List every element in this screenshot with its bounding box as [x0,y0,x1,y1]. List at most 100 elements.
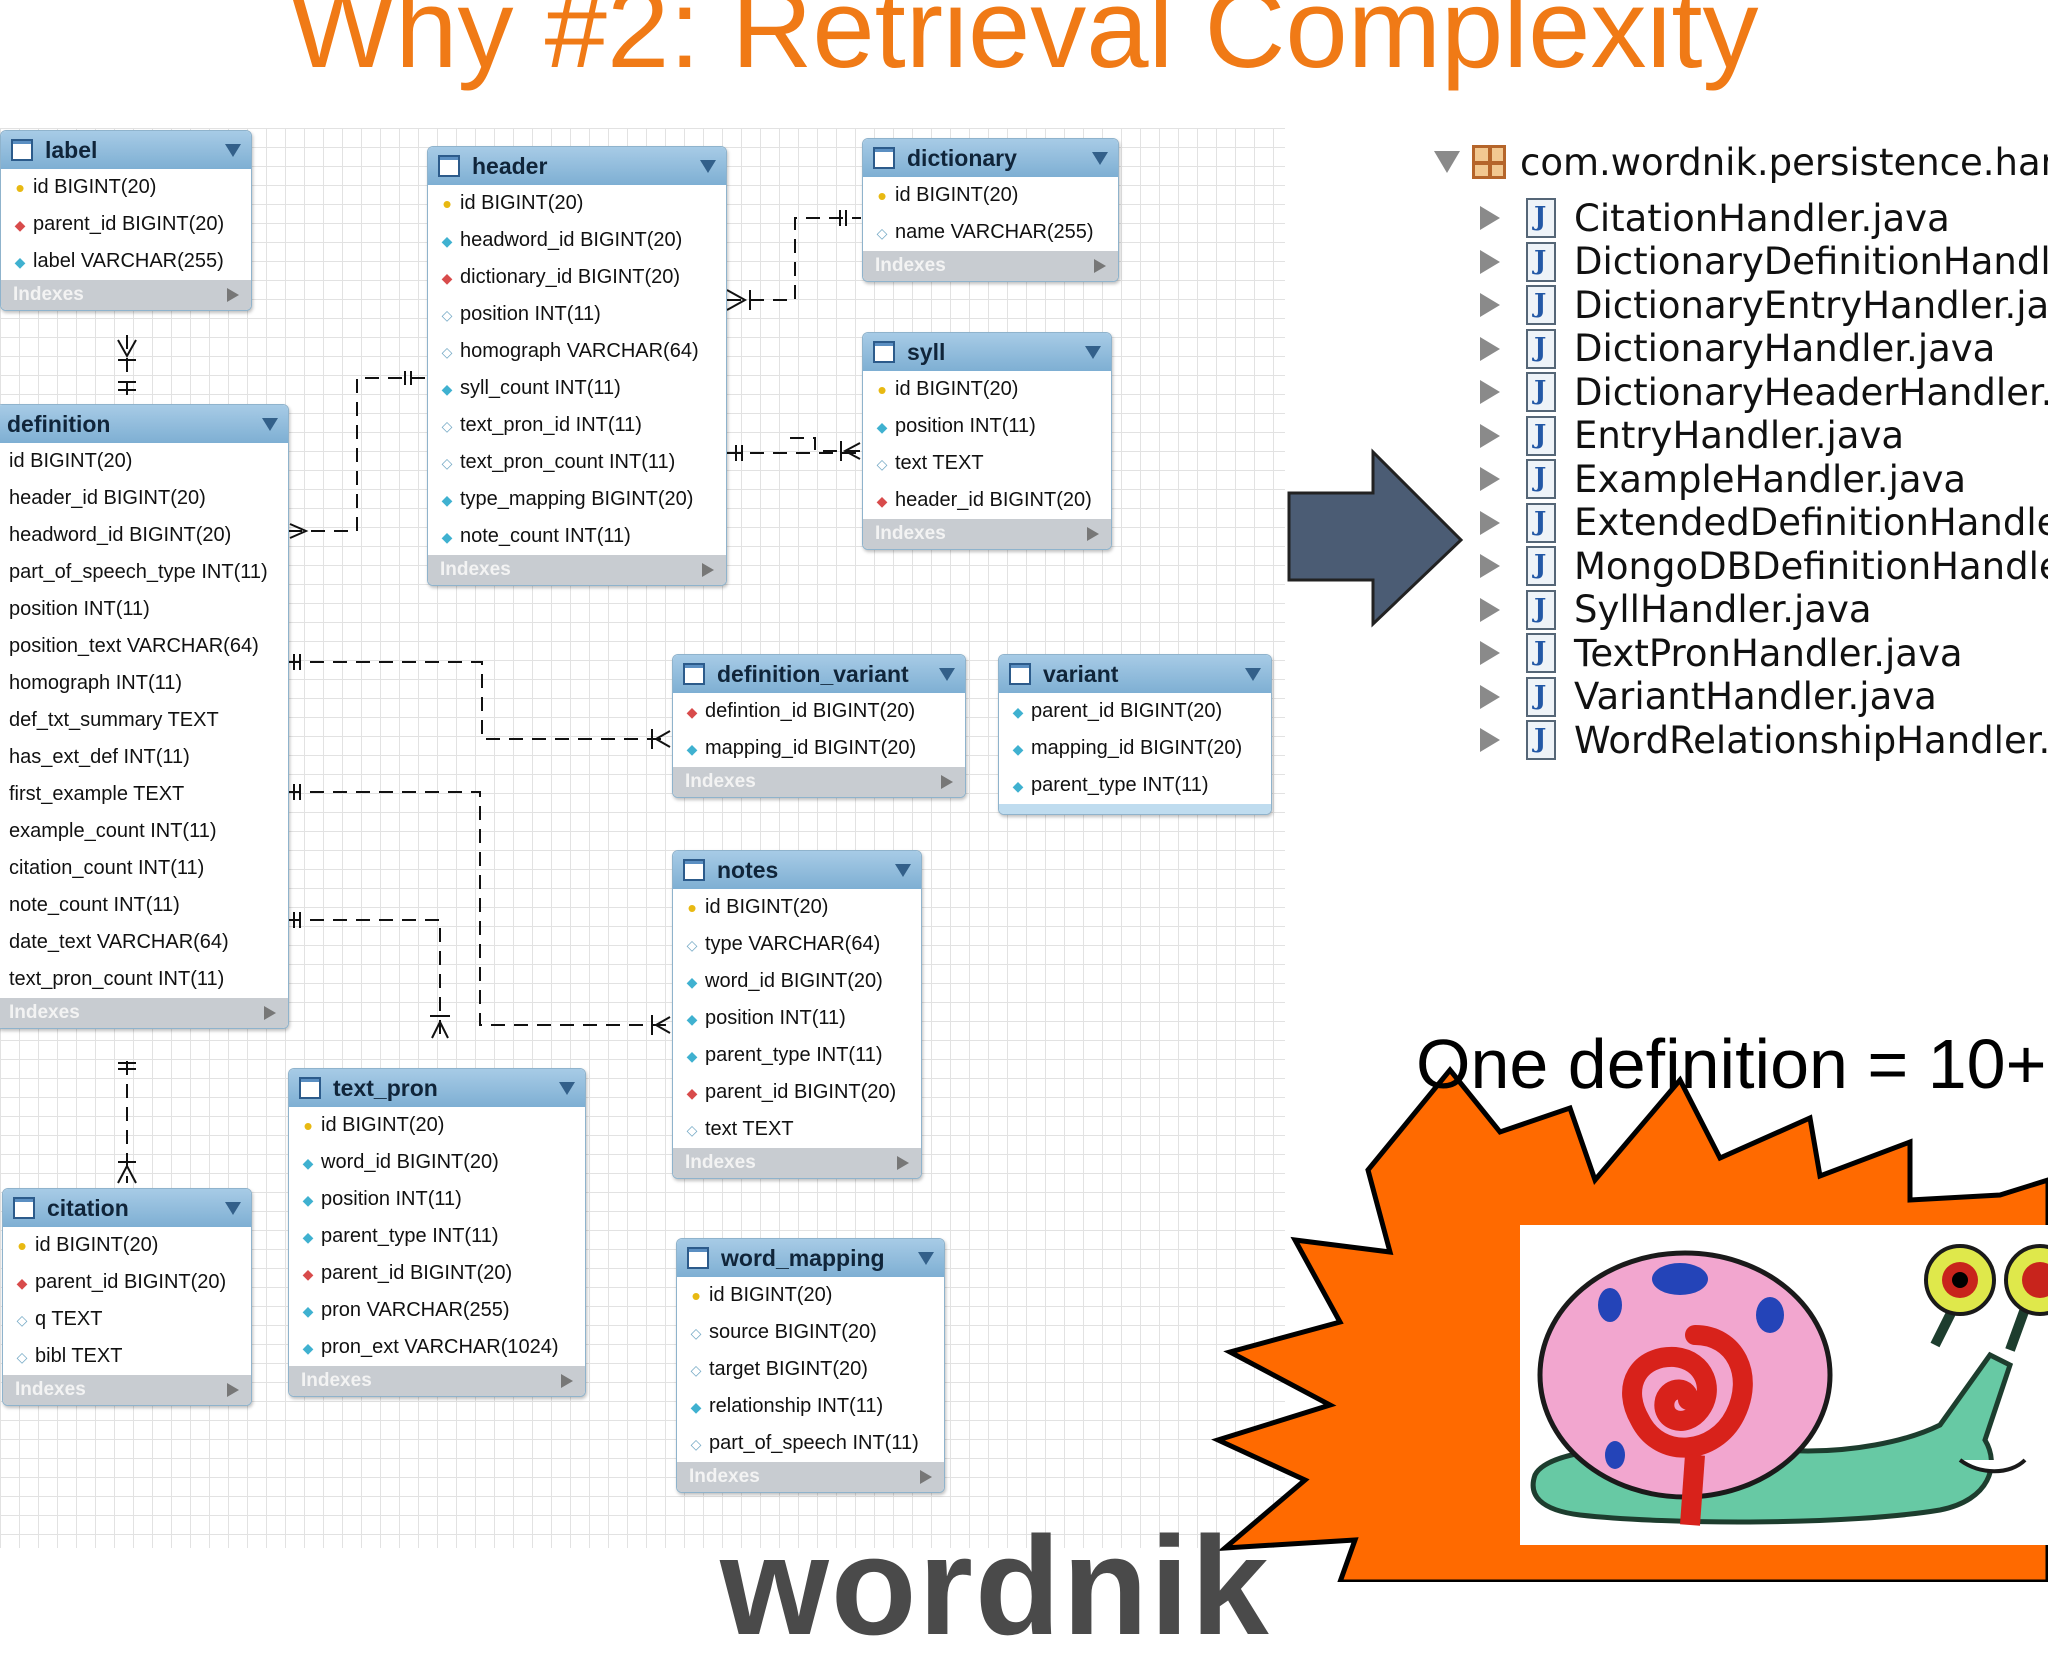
column-row[interactable]: •id BIGINT(20) [863,177,1118,214]
java-file-node[interactable]: ExampleHandler.java [1480,451,1966,507]
table-dictionary[interactable]: dictionary •id BIGINT(20)◇name VARCHAR(2… [862,138,1119,282]
expand-arrow-icon[interactable] [1480,249,1500,274]
expand-indexes-icon[interactable] [1087,527,1099,541]
column-row[interactable]: ◆syll_count INT(11) [428,370,726,407]
column-row[interactable]: ◇position INT(11) [428,296,726,333]
column-row[interactable]: ◆parent_type INT(11) [999,767,1271,804]
java-file-node[interactable]: DictionaryDefinitionHandler.java [1480,234,2048,290]
column-row[interactable]: first_example TEXT [0,776,288,813]
column-row[interactable]: example_count INT(11) [0,813,288,850]
dropdown-arrow-icon[interactable] [1085,345,1101,359]
expand-indexes-icon[interactable] [941,775,953,789]
column-row[interactable]: ◆defintion_id BIGINT(20) [673,693,965,730]
column-row[interactable]: ◆word_id BIGINT(20) [289,1144,585,1181]
dropdown-arrow-icon[interactable] [262,417,278,431]
expand-indexes-icon[interactable] [264,1006,276,1020]
column-row[interactable]: ◆parent_id BIGINT(20) [673,1074,921,1111]
column-row[interactable]: •id BIGINT(20) [1,169,251,206]
table-definition[interactable]: definition id BIGINT(20)header_id BIGINT… [0,404,289,1029]
dropdown-arrow-icon[interactable] [918,1251,934,1265]
column-row[interactable]: ◆position INT(11) [673,1000,921,1037]
collapse-arrow-icon[interactable] [1434,151,1460,173]
dropdown-arrow-icon[interactable] [1092,151,1108,165]
dropdown-arrow-icon[interactable] [700,159,716,173]
dropdown-arrow-icon[interactable] [939,667,955,681]
dropdown-arrow-icon[interactable] [225,143,241,157]
column-row[interactable]: part_of_speech_type INT(11) [0,554,288,591]
column-row[interactable]: ◆word_id BIGINT(20) [673,963,921,1000]
column-row[interactable]: ◇q TEXT [3,1301,251,1338]
column-row[interactable]: ◆type_mapping BIGINT(20) [428,481,726,518]
expand-arrow-icon[interactable] [1480,293,1500,317]
column-row[interactable]: headword_id BIGINT(20) [0,517,288,554]
column-row[interactable]: ◆pron_ext VARCHAR(1024) [289,1329,585,1366]
column-row[interactable]: ◇source BIGINT(20) [677,1314,944,1351]
column-row[interactable]: note_count INT(11) [0,887,288,924]
java-file-node[interactable]: TextPronHandler.java [1480,625,1963,681]
table-variant[interactable]: variant ◆parent_id BIGINT(20)◆mapping_id… [998,654,1272,815]
expand-arrow-icon[interactable] [1480,641,1500,665]
column-row[interactable]: header_id BIGINT(20) [0,480,288,517]
expand-arrow-icon[interactable] [1480,206,1500,230]
dropdown-arrow-icon[interactable] [1245,667,1261,681]
column-row[interactable]: ◆label VARCHAR(255) [1,243,251,280]
column-row[interactable]: ◇target BIGINT(20) [677,1351,944,1388]
table-header[interactable]: header •id BIGINT(20)◆headword_id BIGINT… [427,146,727,586]
column-row[interactable]: position INT(11) [0,591,288,628]
column-row[interactable]: ◆relationship INT(11) [677,1388,944,1425]
table-citation[interactable]: citation •id BIGINT(20)◆parent_id BIGINT… [2,1188,252,1406]
java-file-node[interactable]: DictionaryHeaderHandler.java [1480,364,2048,420]
expand-indexes-icon[interactable] [227,1383,239,1397]
column-row[interactable]: ◇homograph VARCHAR(64) [428,333,726,370]
java-file-node[interactable]: WordRelationshipHandler.java [1480,712,2048,768]
expand-indexes-icon[interactable] [227,288,239,302]
column-row[interactable]: ◆note_count INT(11) [428,518,726,555]
column-row[interactable]: •id BIGINT(20) [863,371,1111,408]
column-row[interactable]: ◇part_of_speech INT(11) [677,1425,944,1462]
column-row[interactable]: ◆position INT(11) [289,1181,585,1218]
table-text-pron[interactable]: text_pron •id BIGINT(20)◆word_id BIGINT(… [288,1068,586,1397]
expand-indexes-icon[interactable] [1094,259,1106,273]
column-row[interactable]: ◆parent_type INT(11) [673,1037,921,1074]
dropdown-arrow-icon[interactable] [895,863,911,877]
column-row[interactable]: ◇text TEXT [673,1111,921,1148]
column-row[interactable]: •id BIGINT(20) [673,889,921,926]
expand-arrow-icon[interactable] [1480,510,1500,535]
column-row[interactable]: ◆parent_type INT(11) [289,1218,585,1255]
column-row[interactable]: ◆mapping_id BIGINT(20) [673,730,965,767]
java-file-node[interactable]: SyllHandler.java [1480,582,1872,638]
column-row[interactable]: ◆parent_id BIGINT(20) [999,693,1271,730]
package-node[interactable]: com.wordnik.persistence.handlers [1434,134,2048,190]
column-row[interactable]: ◇name VARCHAR(255) [863,214,1118,251]
column-row[interactable]: has_ext_def INT(11) [0,739,288,776]
column-row[interactable]: ◇text TEXT [863,445,1111,482]
column-row[interactable]: ◆parent_id BIGINT(20) [1,206,251,243]
expand-indexes-icon[interactable] [702,563,714,577]
table-notes[interactable]: notes •id BIGINT(20)◇type VARCHAR(64)◆wo… [672,850,922,1179]
java-file-node[interactable]: DictionaryEntryHandler.java [1480,277,2048,333]
expand-arrow-icon[interactable] [1480,467,1500,491]
table-syll[interactable]: syll •id BIGINT(20)◆position INT(11)◇tex… [862,332,1112,550]
expand-indexes-icon[interactable] [920,1470,932,1484]
table-label[interactable]: label •id BIGINT(20)◆parent_id BIGINT(20… [0,130,252,311]
expand-arrow-icon[interactable] [1480,684,1500,709]
column-row[interactable]: ◇bibl TEXT [3,1338,251,1375]
java-file-node[interactable]: EntryHandler.java [1480,408,1904,464]
column-row[interactable]: id BIGINT(20) [0,443,288,480]
table-word-mapping[interactable]: word_mapping •id BIGINT(20)◇source BIGIN… [676,1238,945,1493]
column-row[interactable]: ◆dictionary_id BIGINT(20) [428,259,726,296]
column-row[interactable]: citation_count INT(11) [0,850,288,887]
column-row[interactable]: text_pron_count INT(11) [0,961,288,998]
column-row[interactable]: ◇text_pron_id INT(11) [428,407,726,444]
expand-arrow-icon[interactable] [1480,554,1500,578]
column-row[interactable]: •id BIGINT(20) [677,1277,944,1314]
column-row[interactable]: date_text VARCHAR(64) [0,924,288,961]
column-row[interactable]: ◆pron VARCHAR(255) [289,1292,585,1329]
column-row[interactable]: •id BIGINT(20) [3,1227,251,1264]
expand-arrow-icon[interactable] [1480,380,1500,404]
column-row[interactable]: ◇text_pron_count INT(11) [428,444,726,481]
column-row[interactable]: ◆position INT(11) [863,408,1111,445]
table-definition-variant[interactable]: definition_variant ◆defintion_id BIGINT(… [672,654,966,798]
column-row[interactable]: •id BIGINT(20) [289,1107,585,1144]
java-file-node[interactable]: DictionaryHandler.java [1480,321,1995,377]
